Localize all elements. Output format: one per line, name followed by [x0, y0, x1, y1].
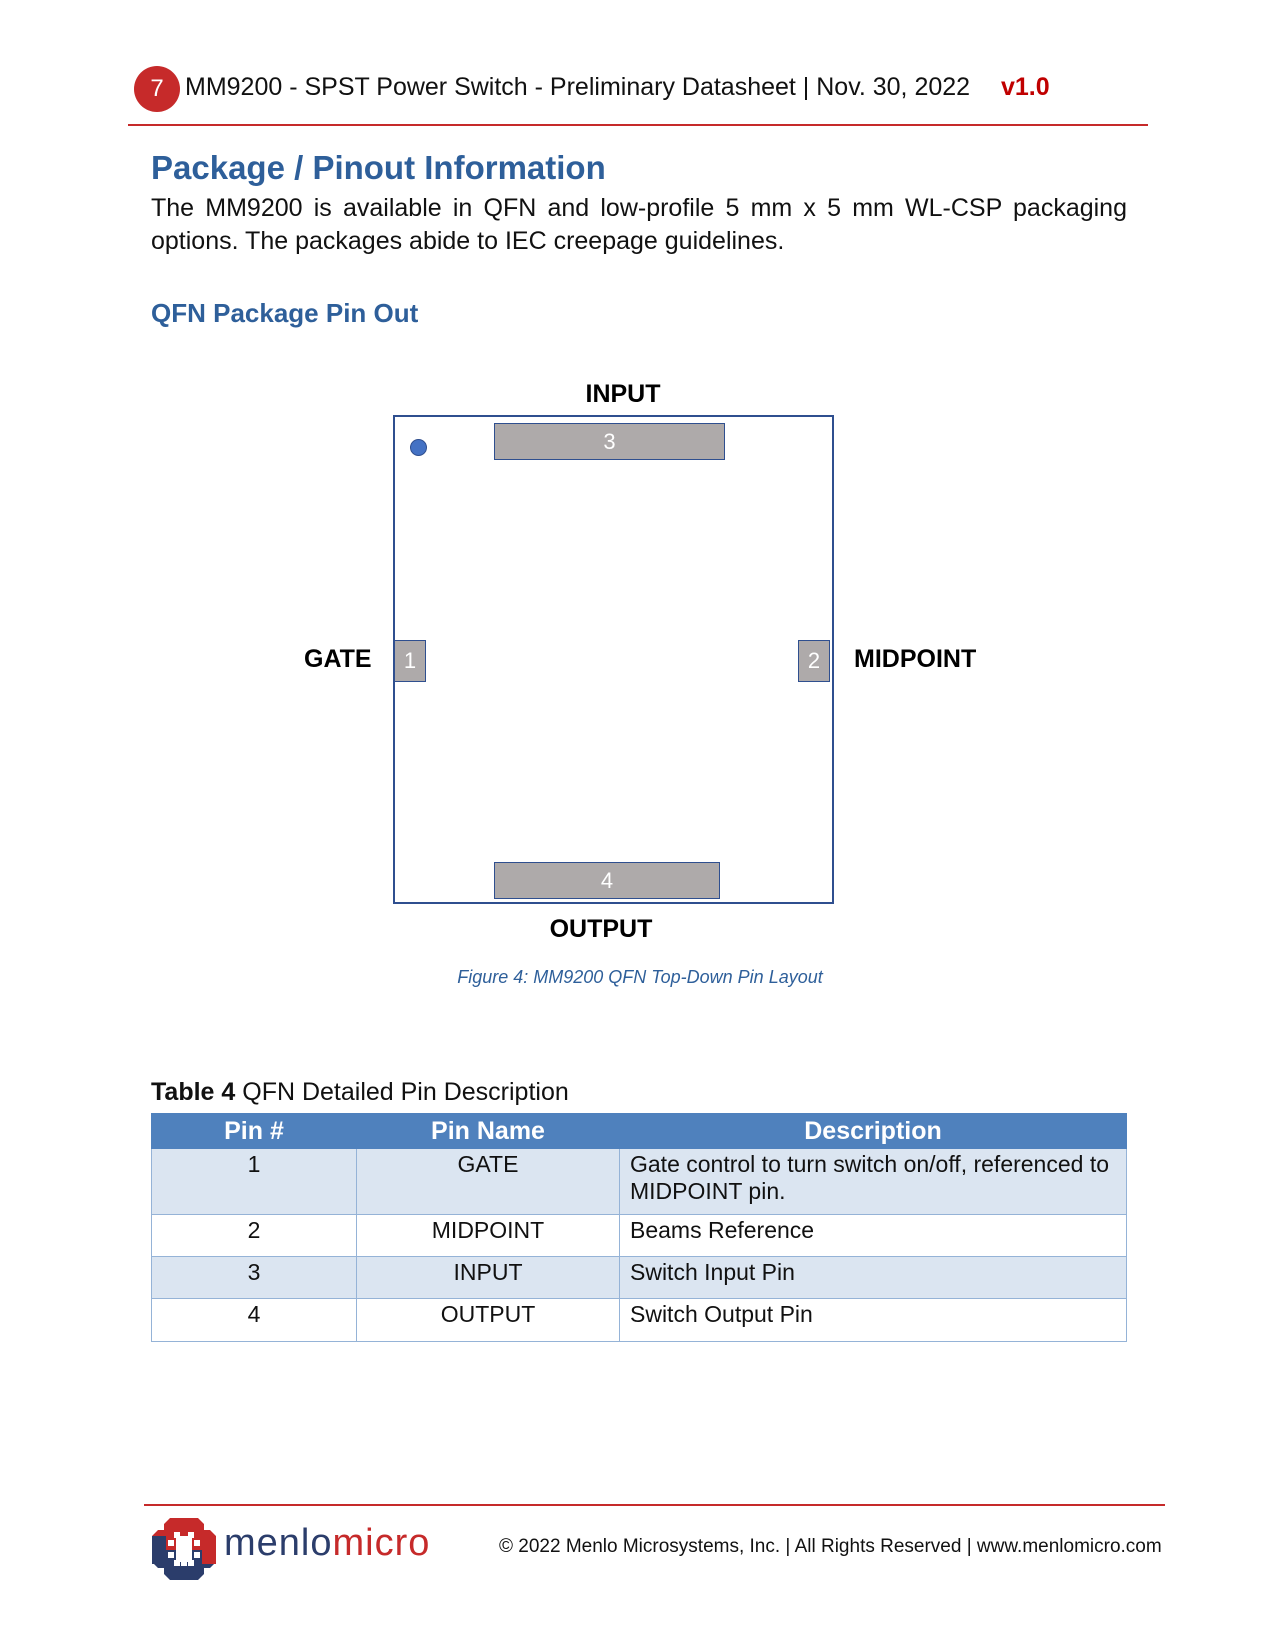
label-input: INPUT — [585, 380, 661, 408]
subsection-title: QFN Package Pin Out — [151, 298, 419, 328]
table-caption-number: Table 4 — [151, 1078, 236, 1106]
pin-number: 4 — [600, 867, 614, 893]
footer-divider — [144, 1504, 1165, 1506]
cell-description: Switch Input Pin — [619, 1256, 1127, 1299]
label-midpoint: MIDPOINT — [854, 645, 977, 673]
cell-description: Switch Output Pin — [619, 1298, 1127, 1342]
pin-number: 2 — [807, 648, 821, 673]
intro-paragraph: The MM9200 is available in QFN and low-p… — [151, 194, 1127, 255]
cell-pin-number: 2 — [151, 1214, 357, 1257]
pad-pin-1: 1 — [394, 640, 426, 682]
header-pin-name: Pin Name — [356, 1113, 620, 1149]
table-caption-text: QFN Detailed Pin Description — [235, 1078, 569, 1106]
cell-pin-number: 4 — [151, 1298, 357, 1342]
table-caption: Table 4 QFN Detailed Pin Description — [151, 1078, 569, 1107]
menlomicro-logo-icon — [152, 1518, 216, 1580]
table-row: 3 INPUT Switch Input Pin — [151, 1256, 1127, 1299]
cell-pin-number: 1 — [151, 1148, 357, 1215]
label-output: OUTPUT — [549, 915, 653, 943]
table-row: 4 OUTPUT Switch Output Pin — [151, 1298, 1127, 1342]
pin-number: 3 — [603, 428, 616, 454]
table-row: 2 MIDPOINT Beams Reference — [151, 1214, 1127, 1257]
cell-description: Gate control to turn switch on/off, refe… — [619, 1148, 1127, 1215]
wordmark-micro: micro — [332, 1522, 431, 1564]
cell-pin-name: INPUT — [356, 1256, 620, 1299]
pad-pin-2: 2 — [798, 640, 830, 682]
version-label: v1.0 — [1001, 73, 1050, 101]
section-title: Package / Pinout Information — [151, 149, 606, 186]
label-gate: GATE — [304, 645, 372, 673]
cell-pin-number: 3 — [151, 1256, 357, 1299]
header-divider — [128, 124, 1148, 126]
menlomicro-wordmark: menlomicro — [224, 1522, 430, 1565]
running-header-title: MM9200 - SPST Power Switch - Preliminary… — [185, 73, 971, 101]
pad-pin-4: 4 — [494, 862, 720, 899]
page-number: 7 — [150, 75, 164, 102]
cell-pin-name: OUTPUT — [356, 1298, 620, 1342]
pin-description-table: Pin # Pin Name Description 1 GATE Gate c… — [151, 1113, 1127, 1342]
header-pin-number: Pin # — [151, 1113, 357, 1149]
pin-number: 1 — [403, 648, 417, 673]
cell-pin-name: MIDPOINT — [356, 1214, 620, 1257]
table-header-row: Pin # Pin Name Description — [151, 1113, 1127, 1149]
page-number-badge: 7 — [134, 66, 180, 112]
package-outline — [393, 415, 834, 904]
footer-copyright: © 2022 Menlo Microsystems, Inc. | All Ri… — [499, 1536, 1162, 1557]
pad-pin-3: 3 — [494, 423, 725, 460]
cell-pin-name: GATE — [356, 1148, 620, 1215]
wordmark-menlo: menlo — [224, 1522, 333, 1564]
header-description: Description — [619, 1113, 1127, 1149]
cell-description: Beams Reference — [619, 1214, 1127, 1257]
pin1-marker-dot — [410, 439, 427, 456]
figure-caption: Figure 4: MM9200 QFN Top-Down Pin Layout — [457, 967, 823, 987]
table-row: 1 GATE Gate control to turn switch on/of… — [151, 1148, 1127, 1215]
